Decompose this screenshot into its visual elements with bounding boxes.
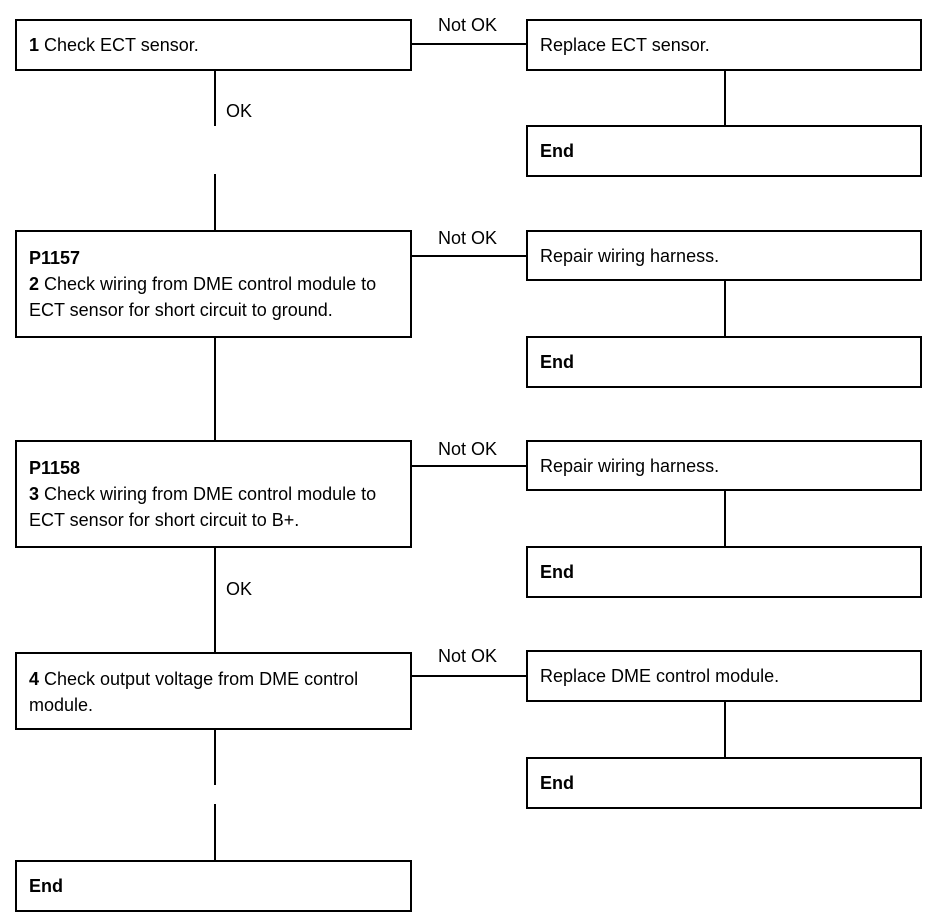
connector-step1-ok-upper — [214, 69, 216, 126]
connector-step2-to-step3 — [214, 336, 216, 442]
connector-step3-ok-upper — [214, 546, 216, 654]
step-4-number: 4 — [29, 669, 40, 689]
step-3-action-box: Repair wiring harness. — [526, 440, 922, 491]
step-2-end-text: End — [540, 352, 574, 372]
connector-step4-not-ok — [410, 675, 528, 677]
step-2-action-text: Repair wiring harness. — [540, 245, 720, 266]
step-1-end-box: End — [526, 125, 922, 177]
label-not-ok-3: Not OK — [438, 439, 498, 459]
connector-step1-ok-lower — [214, 174, 216, 232]
connector-step4-ok-upper — [214, 728, 216, 785]
label-ok-1: OK — [226, 101, 253, 121]
step-2-text: Check wiring from DME control module to … — [29, 274, 377, 320]
step-4-action-box: Replace DME control module. — [526, 650, 922, 702]
connector-action2-to-end — [724, 279, 726, 338]
step-3-text: Check wiring from DME control module to … — [29, 484, 377, 530]
step-4-box: 4 Check output voltage from DME control … — [15, 652, 412, 730]
step-3-box: P1158 3 Check wiring from DME control mo… — [15, 440, 412, 548]
step-4-action-text: Replace DME control module. — [540, 666, 780, 686]
step-1-text: Check ECT sensor. — [39, 35, 199, 55]
step-1-action-box: Replace ECT sensor. — [526, 19, 922, 71]
step-4-text: Check output voltage from DME control mo… — [29, 669, 359, 715]
final-end-text: End — [29, 876, 63, 896]
step-3-number: 3 — [29, 484, 40, 504]
step-2-number: 2 — [29, 274, 40, 294]
step-4-end-text: End — [540, 773, 574, 793]
label-ok-3: OK — [226, 579, 253, 599]
connector-step3-not-ok — [410, 465, 528, 467]
final-end-box: End — [15, 860, 412, 912]
step-1-end-text: End — [540, 141, 574, 161]
connector-action1-to-end — [724, 69, 726, 127]
step-3-code: P1158 — [29, 458, 81, 478]
label-not-ok-4: Not OK — [438, 646, 498, 666]
step-3-end-box: End — [526, 546, 922, 598]
step-1-action-text: Replace ECT sensor. — [540, 35, 710, 55]
connector-step1-not-ok — [410, 43, 528, 45]
step-2-box: P1157 2 Check wiring from DME control mo… — [15, 230, 412, 338]
label-not-ok-1: Not OK — [438, 15, 498, 35]
label-not-ok-2: Not OK — [438, 228, 498, 248]
connector-step4-ok-lower — [214, 804, 216, 862]
step-3-end-text: End — [540, 562, 574, 582]
connector-action3-to-end — [724, 489, 726, 548]
connector-action4-to-end — [724, 700, 726, 759]
step-2-end-box: End — [526, 336, 922, 388]
step-2-code: P1157 — [29, 248, 81, 268]
step-1-number: 1 — [29, 35, 40, 55]
step-4-end-box: End — [526, 757, 922, 809]
connector-step2-not-ok — [410, 255, 528, 257]
step-1-box: 1 Check ECT sensor. — [15, 19, 412, 71]
step-2-action-box: Repair wiring harness. — [526, 230, 922, 281]
step-3-action-text: Repair wiring harness. — [540, 455, 720, 476]
